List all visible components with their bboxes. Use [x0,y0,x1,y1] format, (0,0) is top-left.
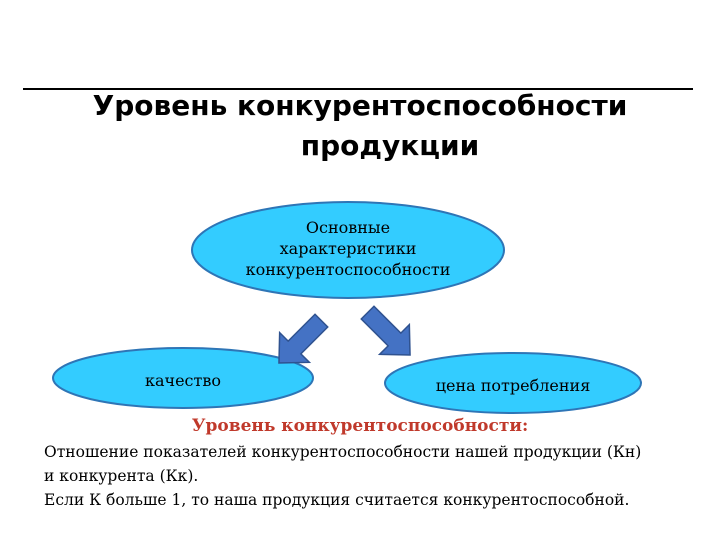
arrow-to-quality [278,313,329,364]
price-node-label: цена потребления [435,376,591,395]
root-label-line-2: характеристики [279,239,417,258]
definition-line-2: и конкурента (Кк). [44,467,199,485]
root-label-line-3: конкурентоспособности [245,260,451,279]
title-line-1: Уровень конкурентоспособности [92,89,628,122]
root-node-label: Основные характеристики конкурентоспособ… [192,217,504,280]
arrow-to-price [360,305,411,356]
page-title: Уровень конкурентоспособности продукции [0,86,720,166]
root-label-line-1: Основные [305,218,391,237]
title-line-2: продукции [300,129,480,162]
quality-node-label: качество [144,371,222,390]
root-node [191,201,505,299]
definition-line-3: Если К больше 1, то наша продукция счита… [44,491,630,509]
price-node [384,352,642,414]
definition-line-1: Отношение показателей конкурентоспособно… [44,443,642,461]
definition-heading: Уровень конкурентоспособности: [191,416,529,436]
quality-node [52,347,314,409]
definition-body: Отношение показателей конкурентоспособно… [44,440,704,512]
top-rule [23,88,693,90]
